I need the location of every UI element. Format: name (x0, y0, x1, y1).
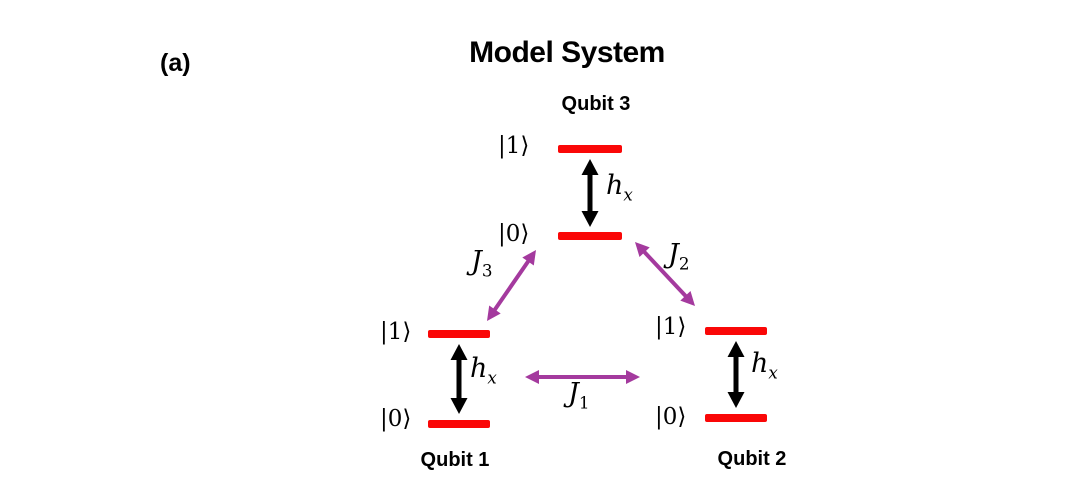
qubit3-upper-level-ket: |1⟩ (498, 133, 530, 159)
qubit3-field-label: hx (606, 170, 633, 205)
figure-title: Model System (469, 36, 665, 69)
qubit1-lower-level-ket: |0⟩ (380, 406, 412, 432)
qubit1-field-label: hx (470, 353, 497, 388)
qubit1-name: Qubit 1 (420, 449, 490, 471)
qubit1-upper-level-bar (428, 330, 490, 338)
field-arrow-qubit3 (581, 159, 599, 227)
qubit2-lower-level-bar (705, 414, 767, 422)
qubit3-lower-level-bar (558, 232, 622, 240)
field-arrow-qubit1 (450, 344, 468, 414)
panel-label: (a) (160, 49, 191, 77)
field-arrow-qubit2 (727, 341, 745, 408)
qubit2-field-label: hx (751, 348, 778, 383)
qubit3-lower-level-ket: |0⟩ (498, 221, 530, 247)
qubit2-lower-level-ket: |0⟩ (655, 404, 687, 430)
qubit1-upper-level-ket: |1⟩ (380, 319, 412, 345)
qubit2-upper-level-bar (705, 327, 767, 335)
coupling-arrow-j3 (487, 250, 536, 321)
qubit3-name: Qubit 3 (561, 93, 631, 115)
qubit2-upper-level-ket: |1⟩ (655, 314, 687, 340)
coupling-label-j2: J2 (668, 239, 690, 274)
coupling-label-j3: J3 (471, 246, 493, 281)
qubit2-name: Qubit 2 (717, 448, 787, 470)
coupling-label-j1: J1 (568, 378, 590, 413)
qubit3-upper-level-bar (558, 145, 622, 153)
qubit1-lower-level-bar (428, 420, 490, 428)
